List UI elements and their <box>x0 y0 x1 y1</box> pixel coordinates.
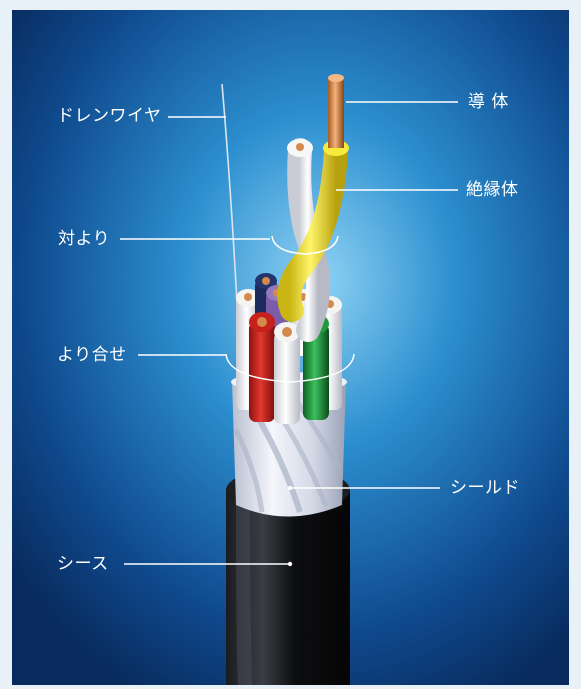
leader-lines <box>120 101 458 565</box>
twisted-pair <box>277 74 349 342</box>
label-drain-wire: ドレンワイヤ <box>57 106 162 126</box>
label-insulator: 絶縁体 <box>466 180 519 200</box>
stranding-bracket <box>225 353 355 383</box>
label-shield: シールド <box>450 478 520 498</box>
shield-pointer-dot <box>287 485 293 491</box>
sheath-pointer-dot <box>287 561 293 567</box>
label-twisted-pair: 対より <box>58 229 111 249</box>
label-conductor: 導 体 <box>468 92 509 112</box>
label-stranding: より合せ <box>57 345 127 365</box>
twisted-pair-bracket <box>271 235 339 255</box>
label-sheath: シース <box>57 554 109 574</box>
